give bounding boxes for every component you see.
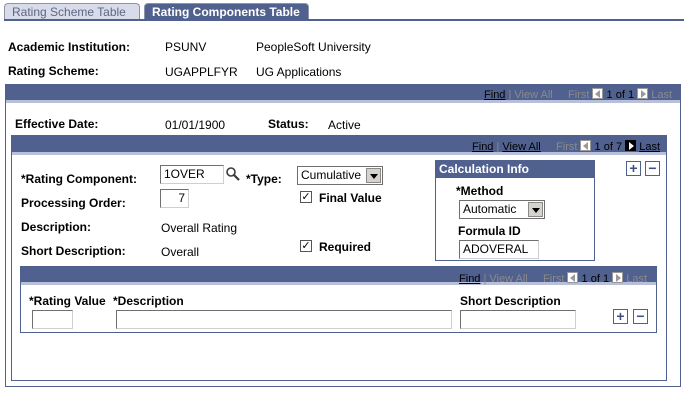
calculation-info-title: Calculation Info [436, 161, 594, 178]
chevron-down-icon[interactable] [366, 168, 381, 183]
add-row-button[interactable]: + [626, 161, 641, 176]
effective-date-value: 01/01/1900 [165, 118, 226, 132]
academic-institution-name: PeopleSoft University [256, 40, 371, 54]
status-label: Status: [268, 117, 309, 131]
type-label: *Type: [246, 172, 282, 186]
delete-value-row-button[interactable]: − [633, 309, 648, 324]
row-count: 1 of 1 [606, 89, 635, 101]
rating-component-input[interactable]: 1OVER [160, 165, 224, 184]
type-select[interactable]: Cumulative [297, 166, 383, 185]
short-description-input[interactable] [460, 310, 576, 329]
last-link[interactable]: Last [639, 141, 660, 153]
last-link[interactable]: Last [651, 89, 672, 101]
short-description-label: Short Description: [21, 244, 126, 258]
last-link[interactable]: Last [626, 273, 647, 285]
method-select-value: Automatic [463, 202, 517, 216]
type-select-value: Cumulative [301, 168, 362, 182]
view-all-link[interactable]: View All [514, 89, 553, 101]
rating-scheme-name: UG Applications [256, 65, 342, 79]
nav-separator: | [508, 89, 512, 101]
chevron-down-icon[interactable] [528, 202, 543, 217]
view-all-link[interactable]: View All [489, 273, 528, 285]
rating-component-label: *Rating Component: [21, 172, 137, 186]
view-all-link[interactable]: View All [502, 141, 541, 153]
processing-order-label: Processing Order: [21, 196, 126, 210]
effective-date-label: Effective Date: [15, 117, 99, 131]
rating-values-nav: Find | View All First 1 of 1 Last [459, 272, 647, 285]
effective-date-header-strip [6, 100, 680, 103]
description-label: Description: [21, 220, 92, 234]
tab-rating-components-table[interactable]: Rating Components Table [144, 3, 309, 20]
tab-rating-scheme-table[interactable]: Rating Scheme Table [4, 3, 140, 20]
processing-order-input[interactable]: 7 [160, 189, 189, 208]
rating-component-nav: Find | View All First 1 of 7 Last [472, 140, 660, 153]
required-checkbox[interactable]: ✓ [300, 240, 312, 252]
description-column-header: *Description [113, 294, 184, 308]
previous-arrow-icon[interactable] [592, 88, 604, 99]
rating-values-header-strip [21, 282, 656, 285]
rating-scheme-code: UGAPPLFYR [165, 65, 238, 79]
next-arrow-icon[interactable] [625, 140, 637, 151]
effective-date-nav: Find | View All First 1 of 1 Last [484, 88, 672, 101]
nav-separator: | [483, 273, 487, 285]
previous-arrow-icon[interactable] [580, 140, 592, 151]
method-select[interactable]: Automatic [459, 200, 545, 219]
rating-component-header-bar [12, 136, 666, 152]
effective-date-header-bar [6, 85, 680, 100]
rating-scheme-label: Rating Scheme: [8, 64, 99, 78]
add-value-row-button[interactable]: + [613, 309, 628, 324]
rating-component-header-strip [12, 152, 666, 155]
short-description-column-header: Short Description [460, 294, 561, 308]
academic-institution-code: PSUNV [165, 40, 207, 54]
final-value-checkbox[interactable]: ✓ [300, 191, 312, 203]
row-count: 1 of 7 [594, 141, 623, 153]
academic-institution-label: Academic Institution: [8, 40, 131, 54]
first-link[interactable]: First [568, 89, 590, 101]
required-label: Required [319, 240, 372, 254]
rating-value-column-header: *Rating Value [29, 294, 106, 308]
previous-arrow-icon[interactable] [567, 272, 579, 283]
description-value: Overall Rating [161, 221, 238, 235]
formula-id-label: Formula ID [458, 224, 521, 238]
short-description-value: Overall [161, 245, 200, 259]
lookup-icon[interactable] [225, 166, 241, 182]
method-label: *Method [456, 184, 504, 198]
next-arrow-icon[interactable] [637, 88, 649, 99]
first-link[interactable]: First [556, 141, 578, 153]
find-link[interactable]: Find [459, 273, 481, 285]
row-count: 1 of 1 [581, 273, 610, 285]
rating-values-header-bar [21, 267, 656, 282]
rating-value-input[interactable] [32, 310, 73, 329]
find-link[interactable]: Find [472, 141, 494, 153]
delete-row-button[interactable]: − [645, 161, 660, 176]
nav-separator: | [496, 141, 500, 153]
tab-underline [4, 19, 684, 21]
status-value: Active [328, 118, 361, 132]
description-input[interactable] [116, 310, 452, 329]
final-value-label: Final Value [319, 191, 382, 205]
formula-id-input[interactable]: ADOVERAL [459, 240, 539, 259]
next-arrow-icon[interactable] [612, 272, 624, 283]
find-link[interactable]: Find [484, 89, 506, 101]
first-link[interactable]: First [543, 273, 565, 285]
